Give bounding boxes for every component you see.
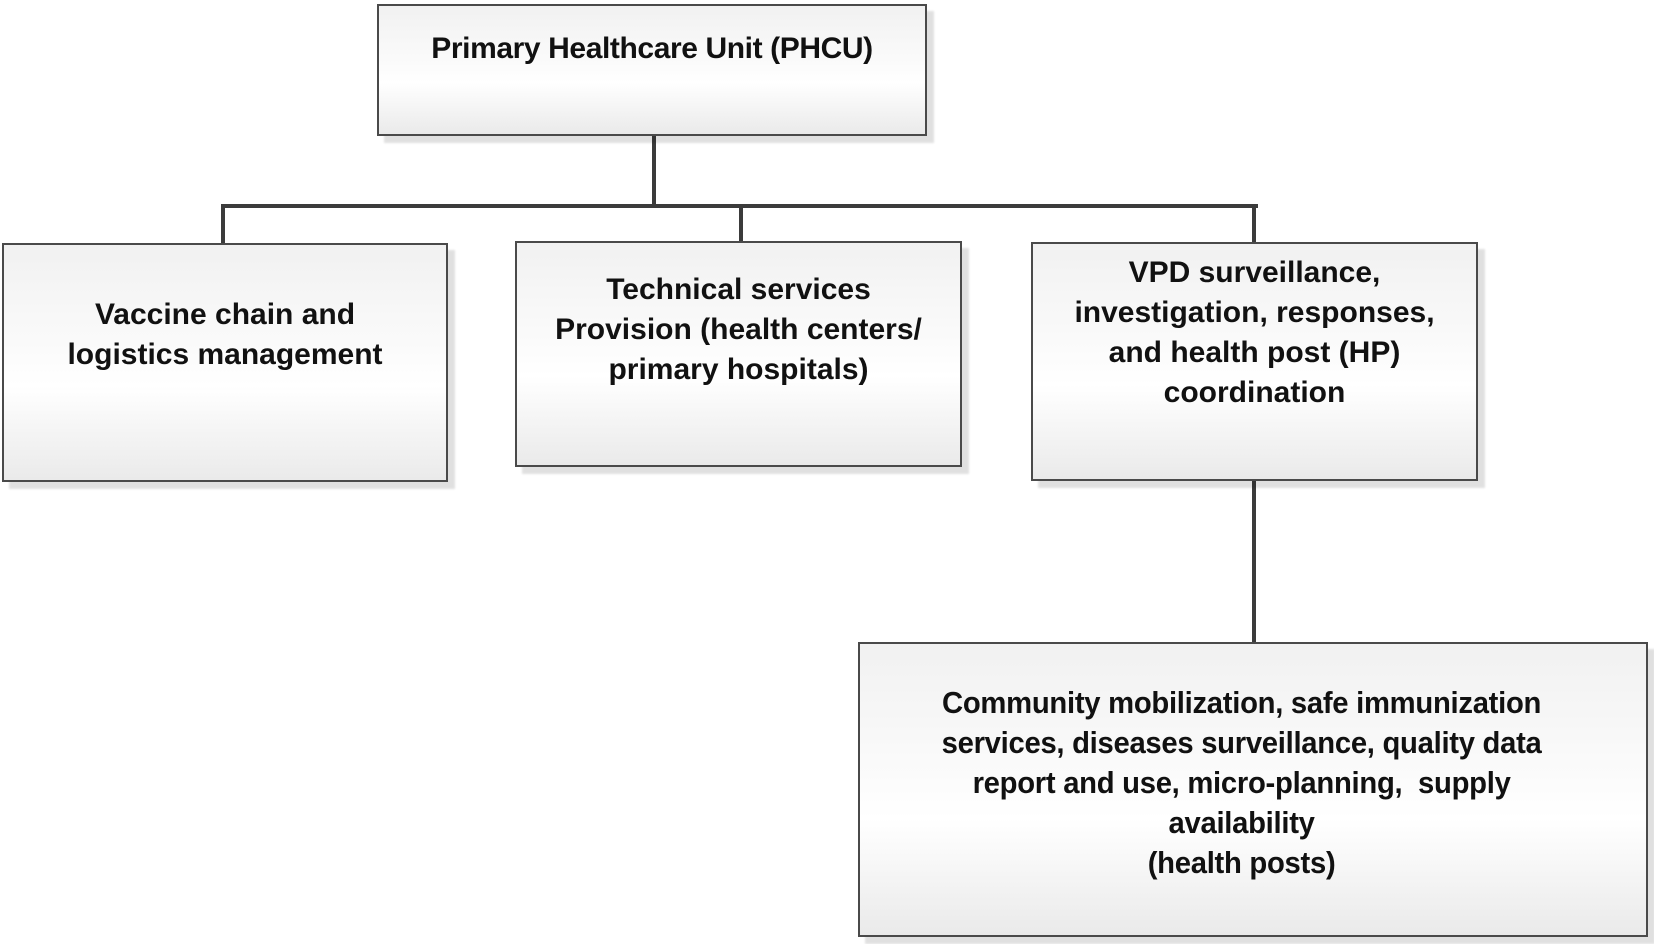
connector-rail-to-vaccine [221,204,225,245]
connector-phcu-to-rail [652,134,656,208]
node-vaccine-chain-logistics: Vaccine chain and logistics management [2,243,448,482]
node-technical-services-provision-label: Technical services Provision (health cen… [555,273,922,386]
node-technical-services-provision: Technical services Provision (health cen… [515,241,962,467]
node-community-mobilization-health-posts-label: Community mobilization, safe immunizatio… [941,685,1542,880]
node-primary-healthcare-unit: Primary Healthcare Unit (PHCU) [377,4,927,136]
connector-vpd-to-community [1252,480,1256,644]
node-vaccine-chain-logistics-label: Vaccine chain and logistics management [67,298,383,371]
node-vpd-surveillance-coordination-label: VPD surveillance, investigation, respons… [1074,256,1435,409]
node-primary-healthcare-unit-label: Primary Healthcare Unit (PHCU) [431,32,873,65]
node-community-mobilization-health-posts: Community mobilization, safe immunizatio… [858,642,1648,937]
connector-rail-to-technical [739,204,743,243]
connector-rail-to-vpd [1252,204,1256,244]
node-vpd-surveillance-coordination: VPD surveillance, investigation, respons… [1031,242,1478,481]
